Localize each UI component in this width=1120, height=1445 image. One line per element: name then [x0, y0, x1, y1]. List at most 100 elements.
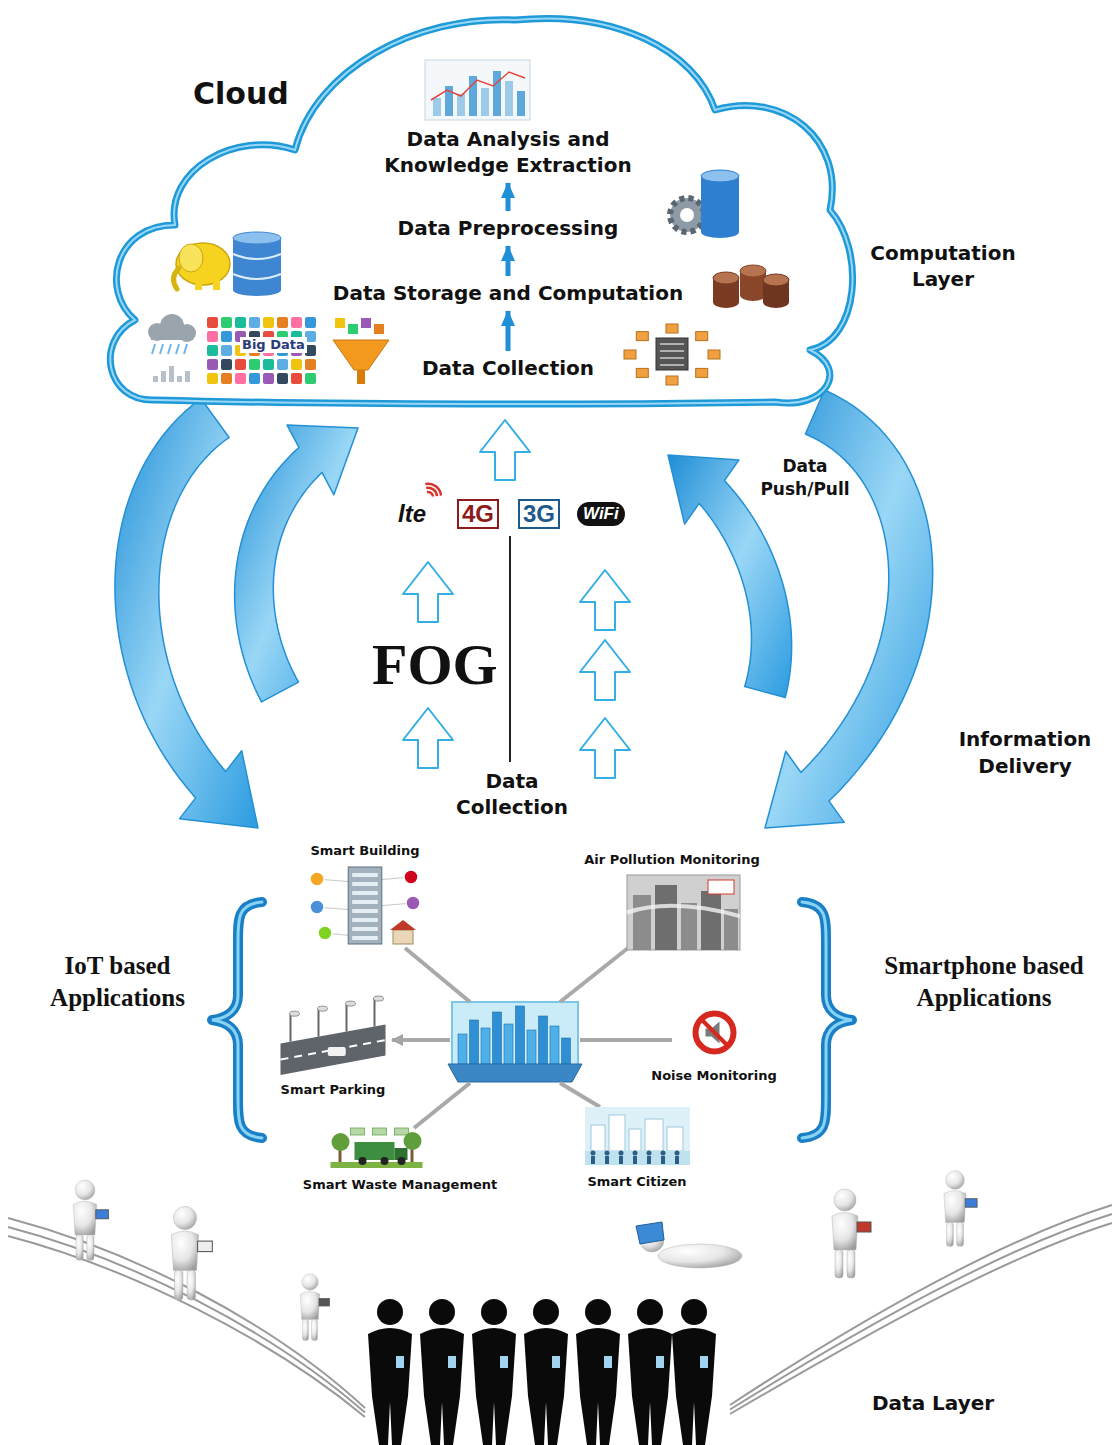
air-building [701, 891, 721, 950]
cloud-outline [110, 18, 852, 404]
building-service [318, 926, 332, 940]
building-house [393, 930, 413, 944]
noise-sign [696, 1014, 734, 1052]
rain-drop [184, 344, 187, 354]
bigdata-tile [263, 317, 274, 328]
gear-icon [670, 198, 704, 232]
citizen-building [609, 1115, 625, 1151]
application-label: Smart Waste Management [299, 1176, 502, 1193]
bigdata-tile [291, 373, 302, 384]
process-step: Data Collection [418, 353, 598, 383]
cloud-layer: Data Analysis and Knowledge ExtractionDa… [95, 10, 845, 410]
figure-body [944, 1191, 966, 1223]
database-band [233, 254, 281, 279]
server-slot [660, 350, 684, 352]
citizen-scene [585, 1107, 690, 1165]
funnel-icon [333, 340, 389, 370]
parking-lane [280, 1040, 385, 1060]
process-step: Data Preprocessing [394, 213, 623, 243]
rain-icon [151, 332, 193, 340]
building-window [352, 900, 378, 904]
hub-building [481, 1028, 490, 1064]
icon-group [310, 867, 420, 944]
bigdata-tile [207, 359, 218, 370]
network-logo: WiFi [577, 502, 625, 526]
label-box: Computation Layer [858, 240, 1028, 292]
citizen-person [647, 1156, 651, 1164]
waste-wheel [397, 1157, 405, 1165]
hub-building [527, 1030, 536, 1064]
application-label: Smart Parking [277, 1081, 390, 1098]
flow-arrow-band [235, 425, 358, 702]
signal-arc [426, 488, 437, 496]
figure-body [832, 1213, 858, 1251]
rain-bar [185, 371, 190, 382]
figure-device [636, 1222, 664, 1244]
application-node: Smart Parking [277, 1002, 390, 1098]
building-service [406, 896, 420, 910]
citizen-building [645, 1119, 663, 1151]
building-service [310, 872, 324, 886]
label-box: 3G [518, 499, 560, 529]
figure-head [302, 1274, 319, 1291]
parking-lamp [289, 1011, 299, 1016]
noise-slash [702, 1020, 728, 1046]
silhouette-device [700, 1356, 708, 1368]
label-box: FOG [372, 636, 498, 694]
up-arrow [480, 420, 530, 480]
building-window [352, 873, 378, 877]
bigdata-tile [221, 331, 232, 342]
bigdata-tile [305, 373, 316, 384]
figure-head [173, 1206, 196, 1229]
cloud-outline-highlight [110, 18, 852, 404]
rain-bar [177, 376, 182, 382]
database-icon [233, 232, 281, 244]
silhouette-head [429, 1299, 455, 1325]
up-arrow [580, 570, 630, 630]
database-icon [701, 226, 739, 238]
waste-wheel [380, 1157, 388, 1165]
hub-panel [452, 1002, 578, 1066]
up-arrow [580, 718, 630, 778]
hub-base [448, 1064, 582, 1082]
air-building [633, 895, 651, 950]
label-box: Big Data [240, 334, 307, 353]
database-icon [701, 170, 739, 182]
rain-bar [153, 376, 158, 382]
server-node [696, 368, 708, 377]
hadoop-icon [195, 278, 202, 290]
silhouette-body [472, 1328, 516, 1445]
hadoop-icon [179, 244, 203, 272]
citizen-person [675, 1151, 680, 1156]
bigdata-tile [277, 373, 288, 384]
bigdata-tile [291, 359, 302, 370]
hub-building [516, 1006, 525, 1064]
ground-curve [8, 1227, 365, 1413]
layer-label: Computation Layer [858, 240, 1028, 292]
rain-drop [152, 344, 155, 354]
figure-leg [303, 1320, 309, 1341]
rain-bar [169, 366, 174, 382]
silhouette-head [585, 1299, 611, 1325]
building-window [352, 909, 378, 913]
network-logo: 3G [518, 499, 560, 529]
silhouette-device [396, 1356, 404, 1368]
bigdata-tile [235, 317, 246, 328]
citizen-person [591, 1151, 596, 1156]
server-node [624, 350, 636, 359]
chart-bar [493, 71, 501, 116]
chart-icon [425, 60, 530, 120]
building-roof [390, 920, 416, 930]
bigdata-tile [207, 373, 218, 384]
layer-label: FOG [372, 636, 498, 694]
server-node [666, 324, 678, 333]
figure-leg [847, 1250, 855, 1278]
application-label: Smart Building [303, 842, 427, 859]
silhouette-device [500, 1356, 508, 1368]
building-service [310, 900, 324, 914]
waste-tree [331, 1133, 349, 1151]
label-box: Data Push/Pull [750, 455, 860, 501]
silhouette-body [524, 1328, 568, 1445]
silhouette-body [576, 1328, 620, 1445]
storage-barrel [763, 296, 789, 308]
